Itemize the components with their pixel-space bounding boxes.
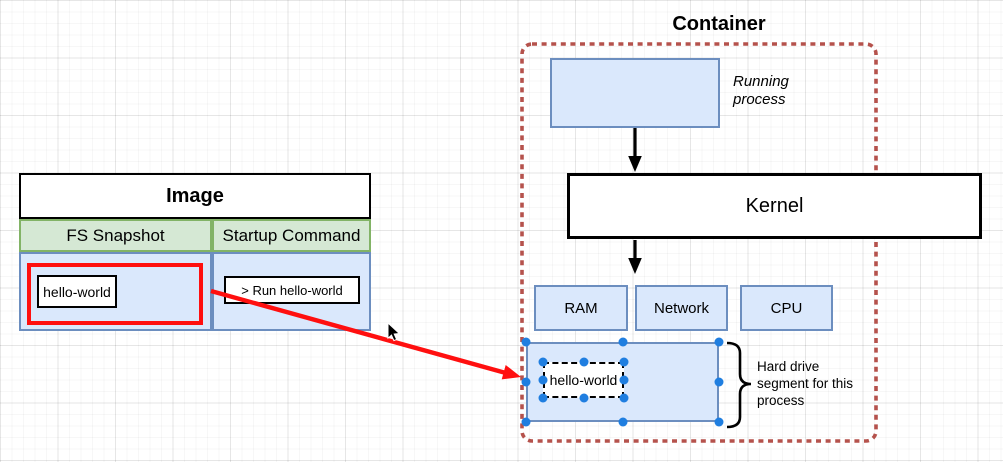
- kernel-shape[interactable]: Kernel: [567, 173, 982, 239]
- highlight-rectangle[interactable]: [27, 263, 203, 325]
- hard-drive-brace: [726, 341, 752, 429]
- run-command-label: > Run hello-world: [241, 282, 343, 298]
- fs-snapshot-header-label: FS Snapshot: [66, 225, 165, 245]
- selection-handle[interactable]: [538, 393, 548, 403]
- cpu-shape[interactable]: CPU: [740, 285, 833, 331]
- hard-drive-brace-label: Hard drive segment for this process: [757, 359, 854, 408]
- running-process-label: Running process: [733, 73, 789, 108]
- startup-command-header[interactable]: Startup Command: [212, 219, 371, 252]
- selection-handle[interactable]: [618, 337, 627, 347]
- fs-snapshot-header[interactable]: FS Snapshot: [19, 219, 212, 252]
- selection-handle[interactable]: [579, 393, 588, 403]
- hd-hello-world-label: hello-world: [549, 372, 618, 388]
- running-process-shape[interactable]: [550, 58, 720, 128]
- selection-handle[interactable]: [714, 337, 724, 347]
- selection-handle[interactable]: [619, 375, 629, 385]
- kernel-label: Kernel: [745, 194, 804, 217]
- image-table-title-label: Image: [166, 184, 224, 207]
- kernel-to-resources-arrow: [628, 240, 642, 274]
- ram-shape[interactable]: RAM: [534, 285, 628, 331]
- image-table-title[interactable]: Image: [19, 173, 371, 219]
- run-command-shape[interactable]: > Run hello-world: [224, 276, 360, 304]
- mouse-pointer-icon: [387, 321, 401, 342]
- selection-handle[interactable]: [521, 377, 531, 387]
- cpu-label: CPU: [770, 299, 803, 317]
- selection-handle[interactable]: [619, 357, 629, 367]
- selection-handle[interactable]: [714, 377, 724, 387]
- selection-handle[interactable]: [521, 337, 531, 347]
- selection-handle[interactable]: [538, 357, 548, 367]
- selection-handle[interactable]: [618, 417, 627, 427]
- network-shape[interactable]: Network: [635, 285, 728, 331]
- process-to-kernel-arrow: [628, 128, 642, 172]
- startup-command-header-label: Startup Command: [222, 225, 361, 245]
- fs-hello-world-shape[interactable]: hello-world: [37, 275, 117, 308]
- container-title: Container: [672, 13, 766, 35]
- selection-handle[interactable]: [579, 357, 588, 367]
- selection-handle[interactable]: [714, 417, 724, 427]
- network-label: Network: [653, 299, 709, 317]
- selection-handle[interactable]: [619, 393, 629, 403]
- ram-label: RAM: [564, 299, 598, 317]
- selection-handle[interactable]: [538, 375, 548, 385]
- selection-handle[interactable]: [521, 417, 531, 427]
- fs-hello-world-label: hello-world: [43, 283, 111, 300]
